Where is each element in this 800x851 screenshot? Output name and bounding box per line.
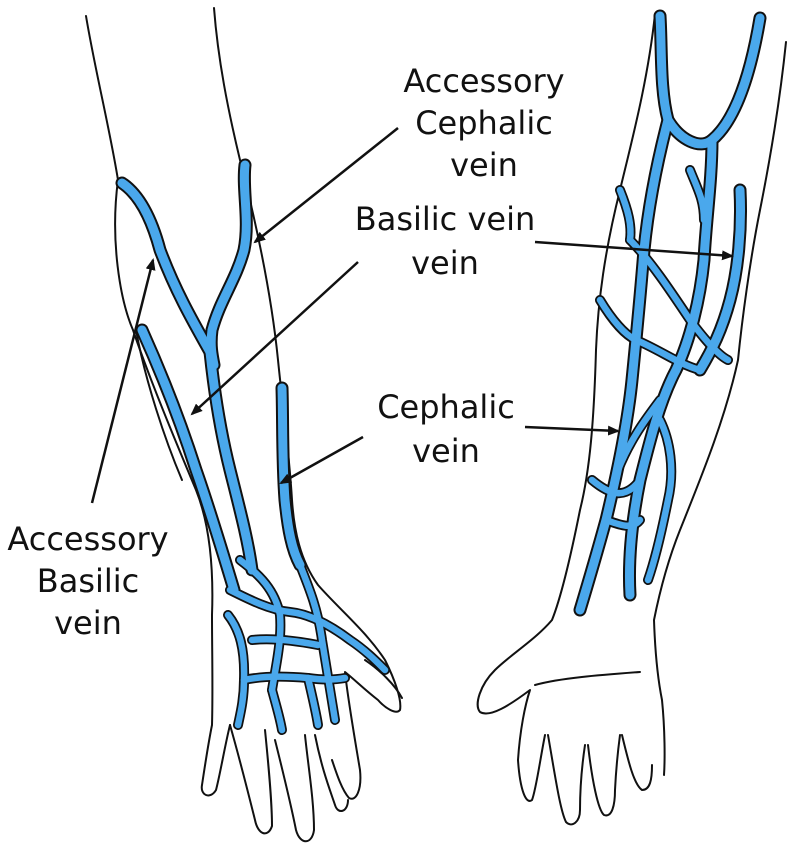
label-cephalic-line2: vein <box>412 432 480 470</box>
label-accessory-cephalic-line3: vein <box>450 146 518 184</box>
left-median-vein <box>205 347 257 575</box>
left-finger-middle <box>274 734 315 843</box>
arrow-basilic-right <box>534 240 734 261</box>
label-accessory-basilic-line2: Basilic <box>37 562 140 600</box>
label-accessory-cephalic-line2: Cephalic <box>415 104 553 142</box>
left-arm-veins <box>115 158 390 735</box>
left-arm-inner-contour <box>213 7 402 800</box>
right-arm <box>476 9 787 826</box>
left-finger-ring <box>314 734 349 812</box>
label-accessory-basilic-line3: vein <box>54 604 122 642</box>
right-vein-branch-e <box>588 476 644 497</box>
left-basilic-vein <box>137 325 239 595</box>
right-arm-veins <box>573 9 767 617</box>
left-arm-forearm-edge <box>135 329 183 481</box>
left-hand-thumb <box>364 659 403 699</box>
right-vein-branch-c <box>614 396 664 474</box>
right-vein-branch-a <box>626 236 732 364</box>
left-vein-fills <box>117 160 389 734</box>
left-hand-vein-d <box>240 673 349 684</box>
label-basilic-line1: Basilic vein <box>355 200 535 238</box>
right-median-vein <box>624 135 717 600</box>
right-vein-branch-b <box>632 336 704 374</box>
left-hand-vein-a <box>236 556 284 694</box>
right-finger-2 <box>547 734 586 826</box>
labels: Accessory Cephalic vein Basilic vein vei… <box>7 62 564 642</box>
left-hand-vein-e <box>248 635 322 649</box>
right-vein-branch-i <box>602 516 644 529</box>
label-accessory-basilic-line1: Accessory <box>7 520 168 558</box>
left-arm <box>85 7 403 843</box>
left-hand-vein-f <box>268 686 286 734</box>
arrow-accessory-basilic <box>90 258 156 504</box>
right-cephalic-vein <box>575 115 673 615</box>
arrow-accessory-cephalic <box>253 127 399 244</box>
left-accessory-cephalic-vein <box>206 160 251 370</box>
left-cephalic-vein <box>277 383 305 570</box>
left-arm-outline <box>85 7 403 843</box>
right-upper-vein-junction <box>655 11 765 149</box>
left-finger-index <box>229 724 273 835</box>
arrow-cephalic-left <box>279 435 364 485</box>
pointer-arrows <box>90 127 734 504</box>
right-vein-branch-g <box>616 186 634 244</box>
right-vein-branch-d <box>596 296 640 344</box>
right-finger-4 <box>621 734 653 791</box>
label-accessory-cephalic-line1: Accessory <box>403 62 564 100</box>
left-hand-vein-b <box>296 561 339 724</box>
left-accessory-basilic-vein <box>117 178 215 357</box>
right-vein-branch-f <box>644 416 675 584</box>
left-arm-outer-contour <box>85 15 231 797</box>
arrow-cephalic-right <box>524 425 620 436</box>
right-arm-inner-contour <box>653 41 787 776</box>
right-wrist-crease <box>534 671 641 686</box>
right-finger-1 <box>517 734 546 802</box>
right-vein-branch-h <box>686 166 708 224</box>
arrow-basilic-left <box>190 261 359 416</box>
label-basilic-line2: vein <box>411 244 479 282</box>
left-hand-vein-g <box>304 674 322 729</box>
label-cephalic-line1: Cephalic <box>377 388 515 426</box>
right-finger-3 <box>587 734 621 817</box>
right-vein-fills <box>575 11 765 615</box>
